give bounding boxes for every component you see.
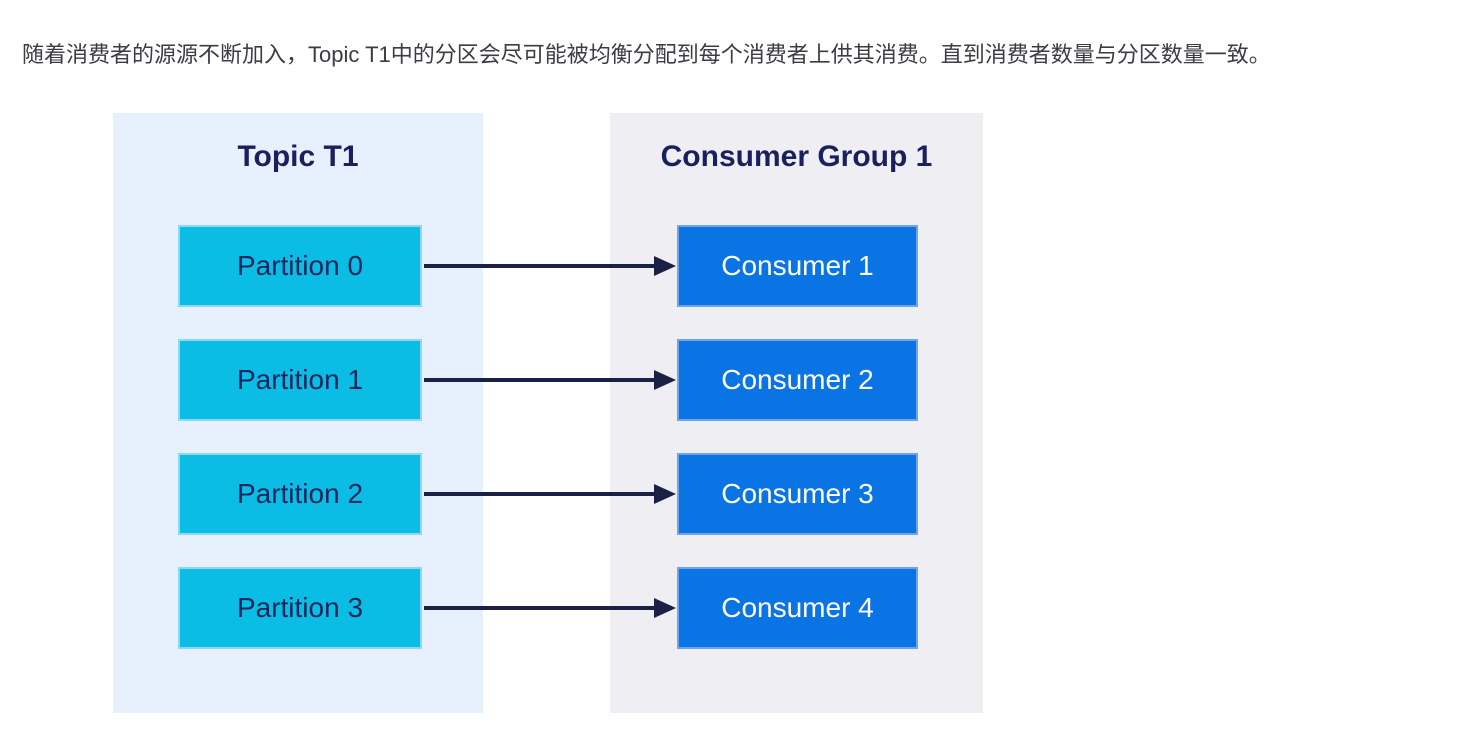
arrow-head-icon bbox=[654, 370, 676, 390]
consumer-1-label: Consumer 1 bbox=[721, 250, 874, 281]
arrow-head-icon bbox=[654, 256, 676, 276]
partition-3-box: Partition 3 bbox=[178, 567, 422, 649]
consumer-group-title: Consumer Group 1 bbox=[660, 140, 933, 173]
consumer-4-label: Consumer 4 bbox=[721, 592, 874, 623]
consumer-2-box: Consumer 2 bbox=[677, 339, 918, 421]
topic-panel-title: Topic T1 bbox=[237, 140, 359, 173]
arrow-head-icon bbox=[654, 484, 676, 504]
caption-text: 随着消费者的源源不断加入，Topic T1中的分区会尽可能被均衡分配到每个消费者… bbox=[22, 42, 1271, 67]
consumer-1-box: Consumer 1 bbox=[677, 225, 918, 307]
arrow-shaft bbox=[424, 378, 658, 382]
partition-3-label: Partition 3 bbox=[236, 592, 364, 623]
arrow-shaft bbox=[424, 492, 658, 496]
consumer-3-label: Consumer 3 bbox=[721, 478, 874, 509]
arrow-shaft bbox=[424, 606, 658, 610]
arrow-head-icon bbox=[654, 598, 676, 618]
partition-1-label: Partition 1 bbox=[236, 364, 364, 395]
partition-0-label: Partition 0 bbox=[236, 250, 364, 281]
consumer-4-box: Consumer 4 bbox=[677, 567, 918, 649]
partition-2-label: Partition 2 bbox=[236, 478, 364, 509]
partition-0-box: Partition 0 bbox=[178, 225, 422, 307]
consumer-2-label: Consumer 2 bbox=[721, 364, 874, 395]
consumer-3-box: Consumer 3 bbox=[677, 453, 918, 535]
arrow-shaft bbox=[424, 264, 658, 268]
partition-2-box: Partition 2 bbox=[178, 453, 422, 535]
partition-1-box: Partition 1 bbox=[178, 339, 422, 421]
